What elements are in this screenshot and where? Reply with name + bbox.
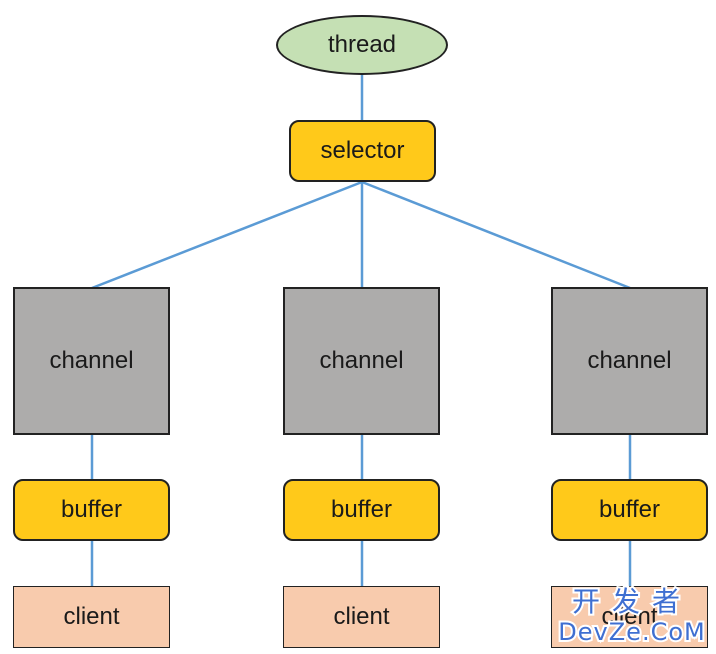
selector-label: selector: [320, 137, 405, 164]
thread-label: thread: [327, 31, 397, 58]
client-node-2: client: [283, 586, 440, 648]
buffer-label: buffer: [61, 496, 122, 523]
channel-node-1: channel: [13, 287, 170, 435]
buffer-label: buffer: [599, 496, 660, 523]
buffer-node-2: buffer: [283, 479, 440, 541]
watermark-cn: 开发者: [570, 584, 692, 620]
channel-label: channel: [319, 347, 404, 374]
client-label: client: [63, 603, 120, 630]
channel-node-3: channel: [551, 287, 708, 435]
watermark: 开发者 DevZe.CoM: [556, 584, 708, 649]
client-node-1: client: [13, 586, 170, 648]
buffer-node-1: buffer: [13, 479, 170, 541]
thread-node: thread: [276, 15, 448, 75]
buffer-node-3: buffer: [551, 479, 708, 541]
watermark-en: DevZe.CoM: [556, 616, 706, 648]
channel-node-2: channel: [283, 287, 440, 435]
buffer-label: buffer: [331, 496, 392, 523]
selector-channel-3-connector: [361, 180, 631, 290]
selector-node: selector: [289, 120, 436, 182]
channel-label: channel: [49, 347, 134, 374]
client-label: client: [333, 603, 390, 630]
client-node-3: client: [551, 586, 708, 648]
channel-label: channel: [587, 347, 672, 374]
selector-channel-1-connector: [91, 180, 363, 290]
client-label: client: [601, 603, 658, 630]
